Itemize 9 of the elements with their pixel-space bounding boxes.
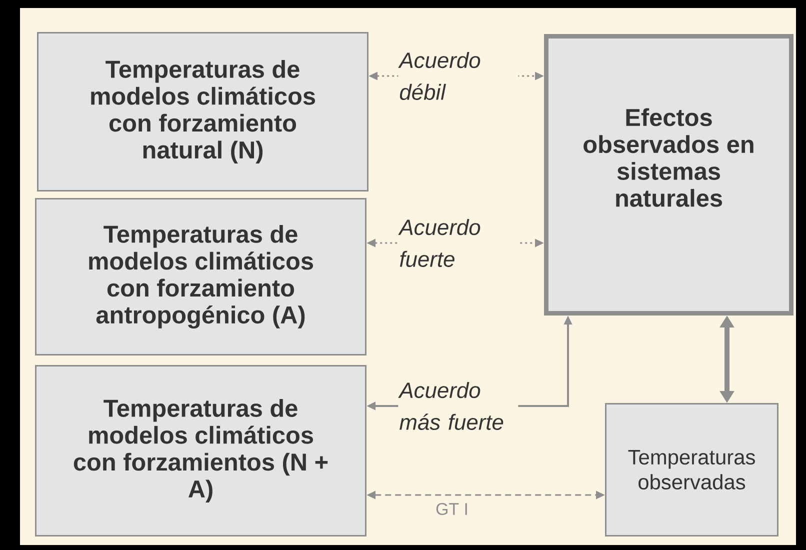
result-box: Efectos observados en sistemas naturales — [544, 34, 794, 316]
process-box: Temperaturas observadas — [605, 403, 778, 536]
process-box: Temperaturas de modelos climáticos con forzamiento antropogénico (A) — [35, 198, 366, 356]
edge-label: Acuerdo más fuerte — [398, 381, 518, 431]
edge-label: Acuerdo fuerte — [398, 218, 518, 268]
edge-label: Acuerdo débil — [398, 51, 518, 101]
process-box: Temperaturas de modelos climáticos con forzamientos (N + A) — [35, 365, 366, 536]
edge-label: GT I — [434, 502, 470, 516]
process-box: Temperaturas de modelos climáticos con forzamiento natural (N) — [37, 32, 368, 192]
